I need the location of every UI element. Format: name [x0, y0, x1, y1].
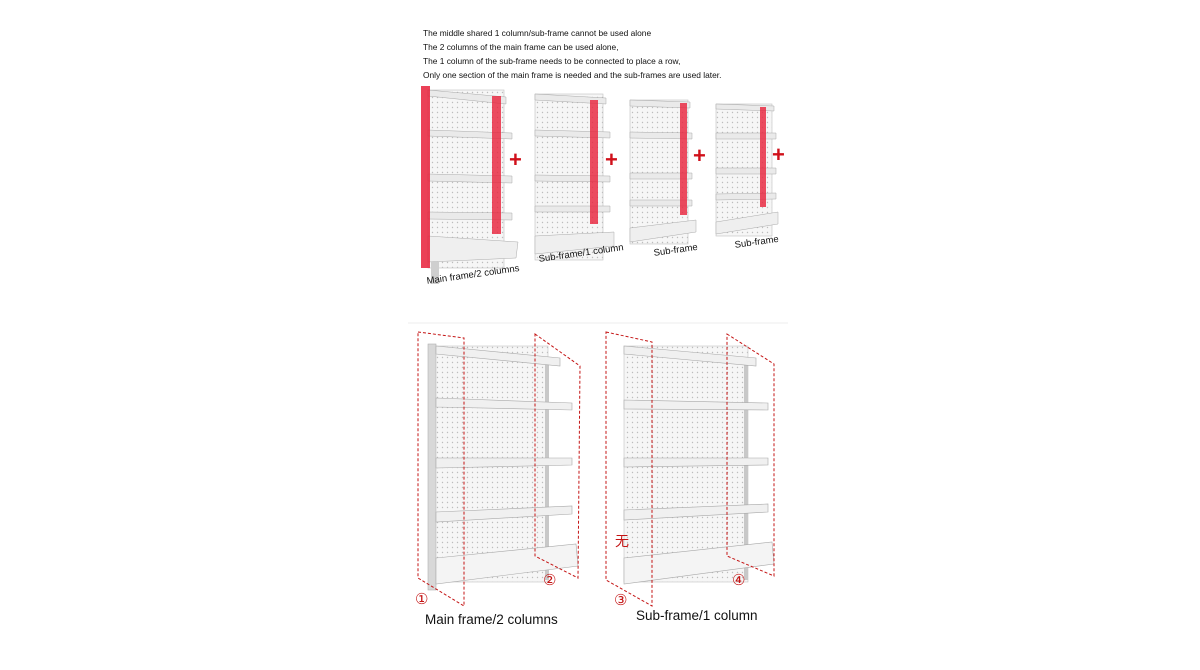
top-subframe-2-column-highlight — [680, 103, 687, 215]
top-subframe-3-column-highlight — [760, 107, 766, 207]
bottom-main-frame-shelf — [427, 343, 579, 591]
bottom-main-column-1-dashed-outline — [417, 331, 465, 607]
plus-sign-2: + — [605, 147, 618, 172]
bottom-subframe-column-3-dashed-outline — [605, 331, 653, 607]
notes-block: The middle shared 1 column/sub-frame can… — [423, 26, 721, 82]
column-number-1: ① — [415, 591, 429, 608]
plus-sign-3: + — [693, 143, 706, 168]
bottom-subframe-column-4-dashed-outline — [726, 333, 775, 577]
top-subframe-3-shelf — [715, 103, 779, 237]
column-number-2: ② — [543, 572, 557, 589]
top-subframe-1-column-highlight — [590, 100, 598, 224]
top-main-frame-shelf — [427, 89, 519, 284]
caption-subframe-bottom: Sub-frame/1 column — [636, 608, 758, 623]
column-number-4: ④ — [732, 572, 746, 589]
bottom-main-column-2-dashed-outline — [534, 333, 581, 579]
note-line-3: The 1 column of the sub-frame needs to b… — [423, 56, 681, 66]
note-line-4: Only one section of the main frame is ne… — [423, 70, 722, 80]
plus-sign-4: + — [772, 142, 785, 167]
bottom-subframe-shelf — [623, 345, 775, 585]
note-line-1: The middle shared 1 column/sub-frame can… — [423, 28, 652, 38]
note-line-2: The 2 columns of the main frame can be u… — [423, 42, 619, 52]
column-number-3: ③ — [614, 592, 628, 609]
caption-main-frame-bottom: Main frame/2 columns — [425, 612, 558, 627]
top-main-right-column-highlight — [492, 96, 501, 234]
top-subframe-1-shelf — [534, 93, 615, 261]
top-main-left-column-highlight — [421, 86, 430, 268]
top-subframe-2-shelf — [629, 99, 697, 245]
none-mark: 无 — [615, 533, 629, 549]
plus-sign-1: + — [509, 147, 522, 172]
